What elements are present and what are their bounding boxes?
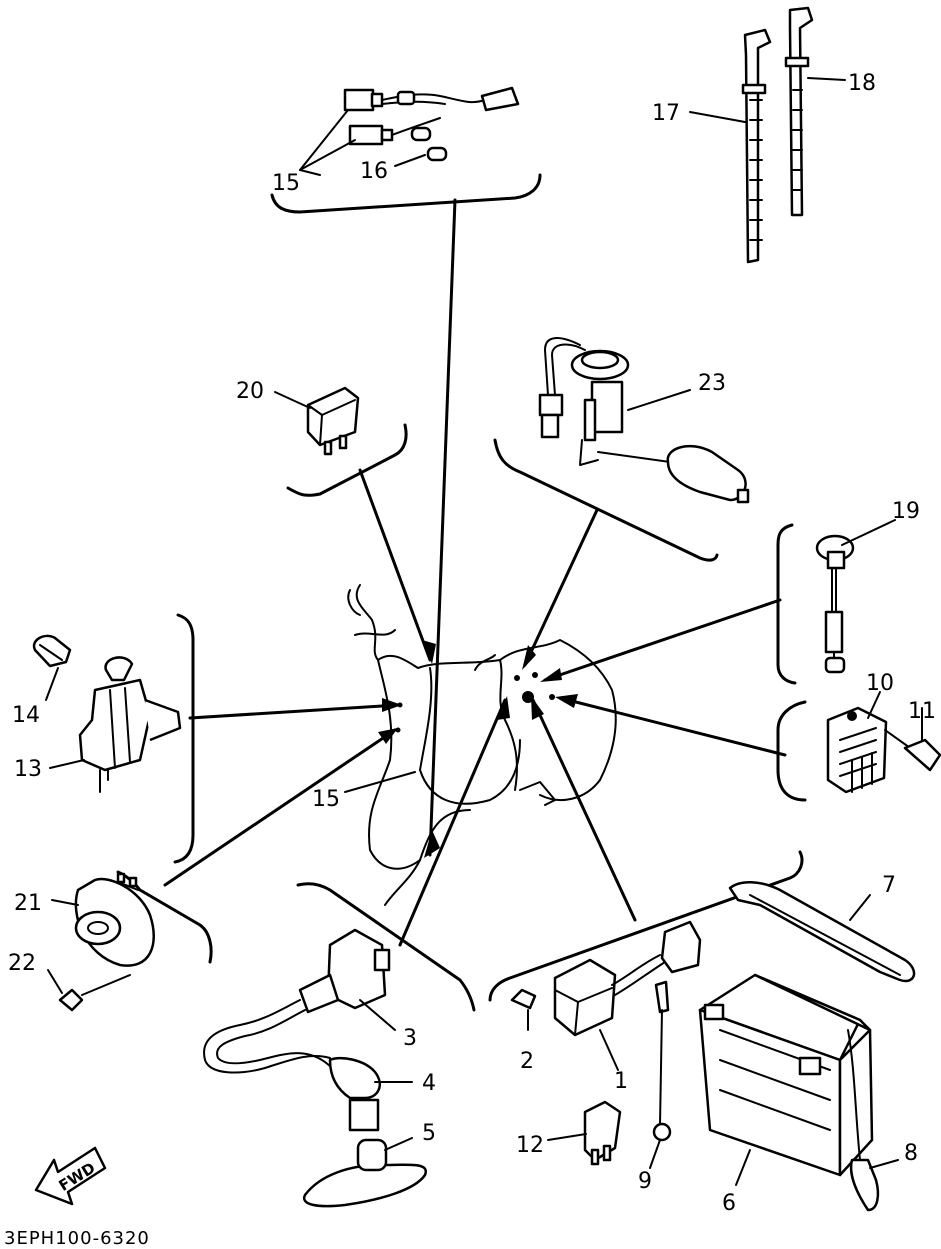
callout-17: 17 bbox=[652, 101, 680, 126]
callout-16: 16 bbox=[360, 159, 388, 184]
callout-15-top: 15 bbox=[272, 171, 300, 196]
ignition-switch-icon bbox=[32, 634, 182, 793]
callout-14: 14 bbox=[12, 703, 40, 728]
group-brackets bbox=[116, 173, 807, 1012]
callout-3: 3 bbox=[403, 1026, 417, 1051]
callout-18: 18 bbox=[848, 71, 876, 96]
fuel-sender-icon bbox=[538, 337, 750, 504]
rectifier-regulator-icon bbox=[826, 691, 941, 794]
callout-2: 2 bbox=[520, 1049, 534, 1074]
wire-harness-icon bbox=[299, 86, 520, 176]
callout-19: 19 bbox=[892, 499, 920, 524]
cdi-unit-icon bbox=[510, 920, 702, 1169]
battery-icon bbox=[698, 881, 916, 1212]
band-strap-icon bbox=[689, 6, 846, 264]
callout-4: 4 bbox=[422, 1071, 436, 1096]
callout-6: 6 bbox=[722, 1191, 736, 1216]
thermo-unit-icon bbox=[815, 519, 896, 674]
callout-8: 8 bbox=[904, 1141, 918, 1166]
fwd-arrow-icon: FWD bbox=[34, 1146, 107, 1206]
relay-icon bbox=[274, 386, 360, 456]
horn-icon bbox=[47, 872, 155, 1012]
callout-10: 10 bbox=[866, 671, 894, 696]
callout-9: 9 bbox=[638, 1169, 652, 1194]
callout-1: 1 bbox=[614, 1069, 628, 1094]
callout-20: 20 bbox=[236, 379, 264, 404]
ignition-coil-icon bbox=[203, 928, 427, 1208]
callout-11: 11 bbox=[908, 699, 936, 724]
callout-22: 22 bbox=[8, 951, 36, 976]
callout-13: 13 bbox=[14, 757, 42, 782]
callout-23: 23 bbox=[698, 371, 726, 396]
callout-21: 21 bbox=[14, 891, 42, 916]
diagram-code: 3EPH100-6320 bbox=[4, 1228, 150, 1249]
leader-lines bbox=[163, 198, 787, 947]
callout-12: 12 bbox=[516, 1133, 544, 1158]
callout-15-mid: 15 bbox=[312, 787, 340, 812]
frame-outline-icon bbox=[347, 584, 617, 906]
callout-5: 5 bbox=[422, 1121, 436, 1146]
callout-7: 7 bbox=[882, 873, 896, 898]
